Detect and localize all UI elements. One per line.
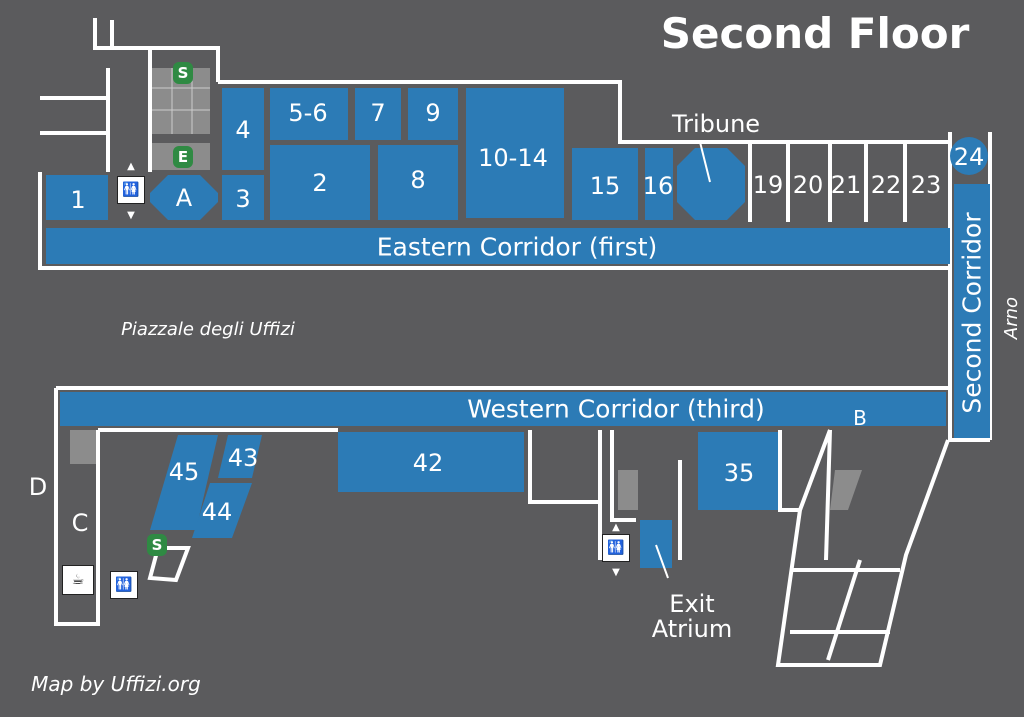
room-15: 15 <box>589 172 621 200</box>
room-1: 1 <box>70 186 86 214</box>
room-2: 2 <box>312 169 328 197</box>
rooms-fill <box>46 88 990 568</box>
room-5-6: 5-6 <box>288 99 328 127</box>
map-credit: Map by Uffizi.org <box>31 672 201 696</box>
room-9: 9 <box>425 99 441 127</box>
eastern-corridor-label: Eastern Corridor (first) <box>376 232 658 262</box>
room-43: 43 <box>227 444 259 472</box>
restroom-icon: 🚻 <box>110 571 138 599</box>
elevator-icon: ▲ <box>612 521 620 533</box>
room-20: 20 <box>792 171 824 199</box>
restroom-icon: 🚻 <box>602 534 630 562</box>
elevator-badge: E <box>173 146 193 168</box>
room-7: 7 <box>370 99 386 127</box>
restroom-icon: 🚻 <box>117 176 145 204</box>
room-22: 22 <box>870 171 902 199</box>
room-b: B <box>853 406 867 430</box>
stairs-badge-bottom: S <box>147 534 167 556</box>
room-4: 4 <box>235 116 251 144</box>
tribune-pointer <box>655 141 711 579</box>
room-a: A <box>175 184 193 212</box>
piazzale-label: Piazzale degli Uffizi <box>121 319 295 340</box>
room-8: 8 <box>410 166 426 194</box>
room-21: 21 <box>830 171 862 199</box>
room-35: 35 <box>723 459 755 487</box>
page-title: Second Floor <box>660 9 970 58</box>
room-d: D <box>28 473 48 501</box>
exit-label-line1: Exit <box>669 590 715 618</box>
exit-label-line2: Atrium <box>651 615 733 643</box>
room-10-14: 10-14 <box>478 144 548 172</box>
stairs-badge-top: S <box>173 62 193 84</box>
room-19: 19 <box>752 171 784 199</box>
room-45: 45 <box>168 458 200 486</box>
elevator-icon: ▼ <box>127 209 135 221</box>
tribune-label: Tribune <box>671 110 761 138</box>
cafe-icon: ☕ <box>62 565 94 595</box>
room-24: 24 <box>953 143 985 171</box>
room-16: 16 <box>642 172 674 200</box>
room-c: C <box>71 509 89 537</box>
stair-grid <box>152 68 210 134</box>
room-42: 42 <box>412 449 444 477</box>
second-corridor-label: Second Corridor <box>957 212 987 414</box>
elevator-icon: ▲ <box>127 160 135 172</box>
room-3: 3 <box>235 185 251 213</box>
room-44: 44 <box>201 498 233 526</box>
room-23: 23 <box>910 171 942 199</box>
elevator-icon: ▼ <box>612 566 620 578</box>
arno-label: Arno <box>1001 296 1022 340</box>
western-corridor-label: Western Corridor (third) <box>467 394 765 424</box>
